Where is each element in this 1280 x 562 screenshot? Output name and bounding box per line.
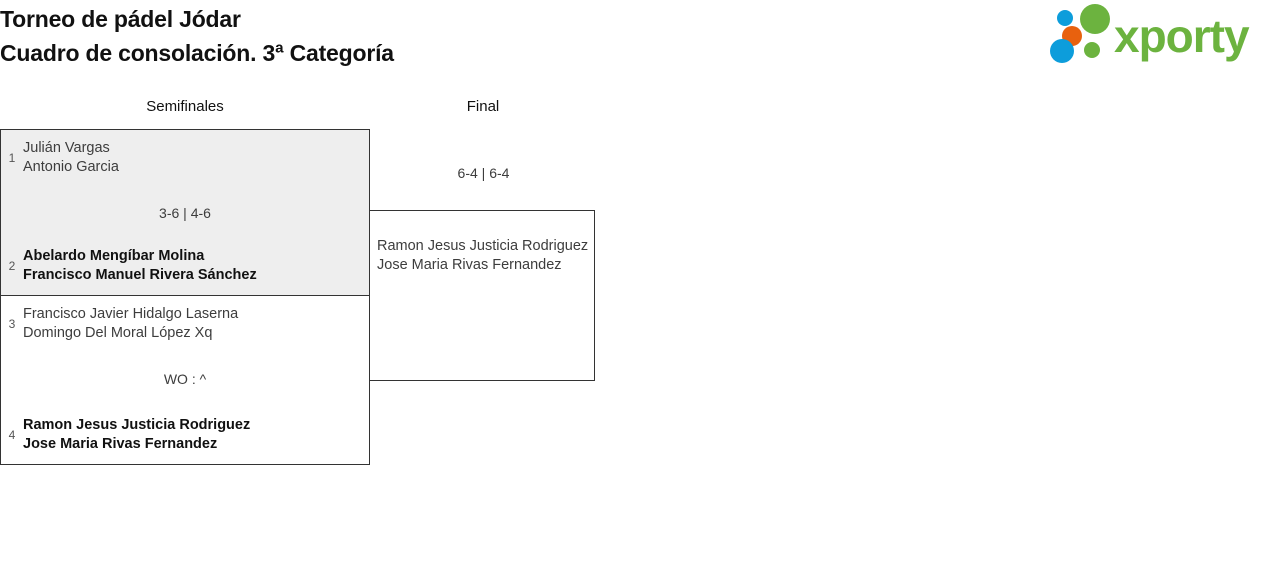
player-name: Jose Maria Rivas Fernandez	[23, 436, 218, 452]
player-name: Abelardo Mengíbar Molina	[23, 248, 205, 264]
logo-wordmark: xporty	[1114, 10, 1250, 62]
match-team-top[interactable]: 3 Francisco Javier Hidalgo Laserna Domin…	[1, 305, 369, 343]
round-header-final: Final	[466, 98, 500, 115]
green-large-dot	[1080, 4, 1110, 34]
match-final[interactable]	[369, 210, 595, 381]
match-team-bottom[interactable]: 4 Ramon Jesus Justicia Rodriguez Jose Ma…	[1, 416, 369, 454]
seed-number: 3	[8, 317, 16, 331]
match-semifinal-2[interactable]: 3 Francisco Javier Hidalgo Laserna Domin…	[0, 296, 370, 465]
page-title: Torneo de pádel Jódar Cuadro de consolac…	[0, 2, 720, 70]
page-title-line-1: Torneo de pádel Jódar	[0, 6, 241, 32]
blue-small-dot	[1057, 10, 1073, 26]
seed-number: 1	[8, 151, 16, 165]
team-players: Ramon Jesus Justicia Rodriguez Jose Mari…	[23, 416, 250, 454]
round-header-semifinals: Semifinales	[146, 98, 224, 115]
player-name: Francisco Manuel Rivera Sánchez	[23, 267, 257, 283]
player-name: Francisco Javier Hidalgo Laserna	[23, 306, 239, 322]
seed-number: 2	[8, 259, 16, 273]
seed-number: 4	[8, 428, 16, 442]
final-score: 6-4 | 6-4	[457, 165, 510, 181]
player-name: Julián Vargas	[23, 140, 110, 156]
logo-dots	[1050, 4, 1110, 63]
match-score: WO : ^	[163, 371, 207, 387]
round-column-semifinals: 1 Julián Vargas Antonio Garcia 3-6 | 4-6…	[0, 129, 370, 465]
match-score: 3-6 | 4-6	[159, 205, 211, 221]
page-title-line-2: Cuadro de consolación. 3ª Categoría	[0, 40, 394, 66]
blue-large-dot	[1050, 39, 1074, 63]
team-players: Abelardo Mengíbar Molina Francisco Manue…	[23, 247, 257, 285]
team-players: Francisco Javier Hidalgo Laserna Domingo…	[23, 305, 238, 343]
match-semifinal-1[interactable]: 1 Julián Vargas Antonio Garcia 3-6 | 4-6…	[0, 129, 370, 296]
team-players: Julián Vargas Antonio Garcia	[23, 139, 119, 177]
player-name: Antonio Garcia	[23, 159, 119, 175]
match-team-top[interactable]: 1 Julián Vargas Antonio Garcia	[1, 139, 369, 177]
green-small-dot	[1084, 42, 1100, 58]
xporty-logo[interactable]: xporty	[1048, 2, 1276, 64]
match-team-bottom[interactable]: 2 Abelardo Mengíbar Molina Francisco Man…	[1, 247, 369, 285]
player-name: Ramon Jesus Justicia Rodriguez	[23, 417, 251, 433]
player-name: Domingo Del Moral López Xq	[23, 325, 213, 341]
